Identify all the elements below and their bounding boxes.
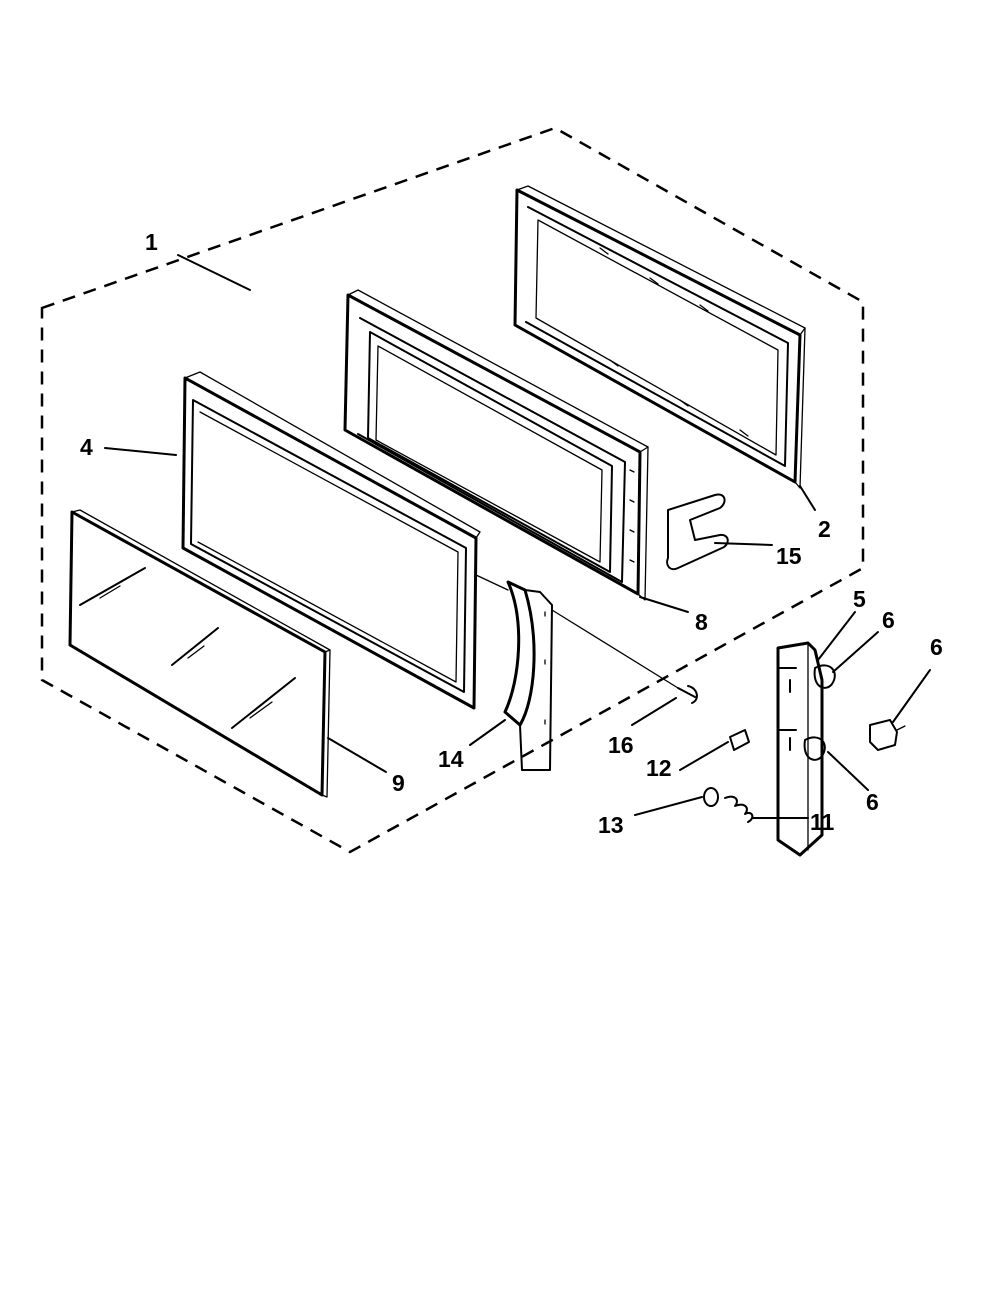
- leader-6a: [832, 631, 879, 673]
- callout-12: 12: [646, 755, 672, 781]
- part-15-hinge: [666, 493, 729, 571]
- part-6-switch-upper: [813, 664, 836, 689]
- assembly-dashed-boundary: [40, 126, 865, 854]
- callout-8: 8: [695, 609, 708, 635]
- part-16-screw: [677, 685, 698, 704]
- callout-6-loose: 6: [930, 634, 943, 660]
- callout-6-lower: 6: [866, 789, 879, 815]
- leader-8: [639, 596, 689, 613]
- leader-5: [817, 611, 856, 661]
- callout-4: 4: [80, 434, 93, 460]
- callout-2: 2: [818, 516, 831, 542]
- callout-13: 13: [598, 812, 624, 838]
- leader-lines: [104, 254, 931, 819]
- leader-2: [799, 485, 816, 511]
- leader-15: [714, 542, 773, 546]
- part-11-spring: [724, 795, 754, 823]
- leader-13: [634, 796, 703, 816]
- leader-9: [327, 737, 387, 773]
- leader-16: [631, 697, 677, 726]
- part-12-clip: [729, 729, 750, 751]
- callout-15: 15: [776, 543, 802, 569]
- callout-14: 14: [438, 746, 464, 772]
- leader-6b: [892, 669, 931, 723]
- leader-1: [177, 254, 251, 291]
- leader-4: [104, 447, 177, 456]
- part-6-switch-lower: [803, 736, 826, 761]
- part-13-washer: [703, 787, 719, 807]
- part-9-door-glass: [68, 509, 331, 798]
- part-8-inner-door-panel: [343, 289, 649, 601]
- callout-11: 11: [810, 809, 835, 835]
- callout-6-upper: 6: [882, 607, 895, 633]
- callout-16: 16: [608, 732, 634, 758]
- callout-5: 5: [853, 586, 866, 612]
- leader-14: [469, 719, 506, 746]
- part-4-door-frame: [181, 371, 481, 710]
- part-2-door-frame-rear: [513, 185, 806, 489]
- part-6-switch-loose: [869, 719, 906, 751]
- leader-12: [679, 741, 729, 771]
- callout-9: 9: [392, 770, 405, 796]
- callout-1: 1: [145, 229, 158, 255]
- leader-6c: [827, 751, 869, 791]
- part-14-door-handle: [503, 580, 553, 771]
- leader-handle-to-screw: [551, 609, 679, 689]
- leader-frame-to-handle: [475, 574, 509, 591]
